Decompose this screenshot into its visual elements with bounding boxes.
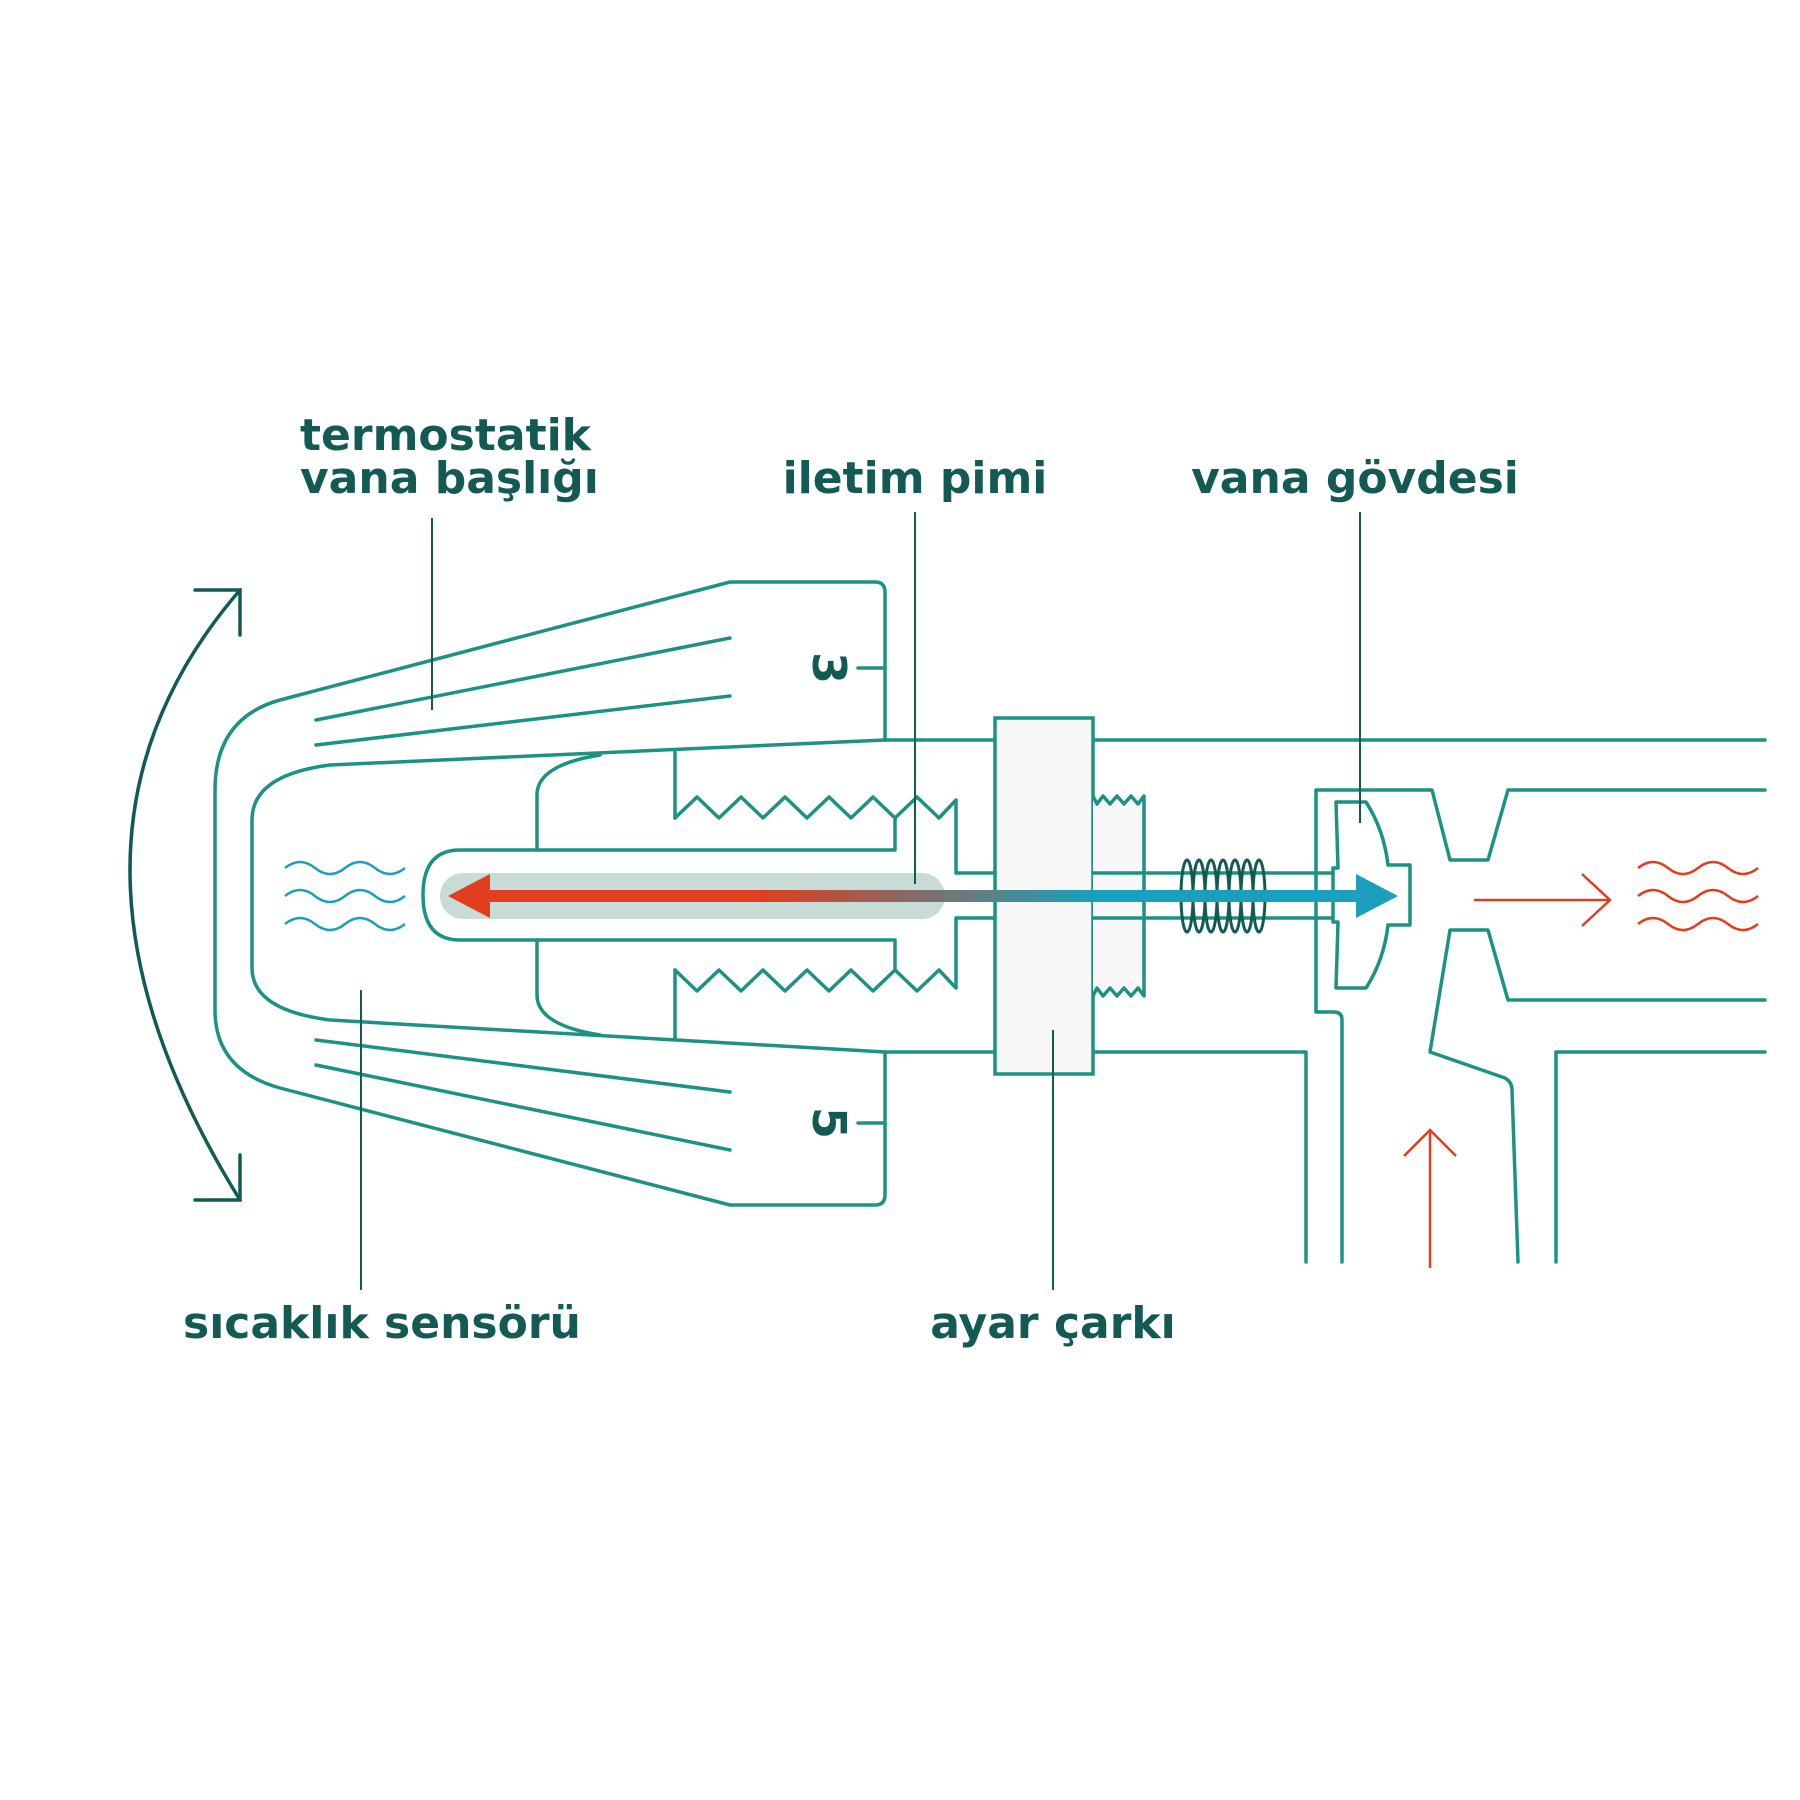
bellows-bottom bbox=[673, 916, 997, 993]
label-adjustment-wheel: ayar çarkı bbox=[930, 1298, 1176, 1349]
sensor-housing bbox=[421, 750, 897, 1042]
inflow-arrow bbox=[1403, 1128, 1457, 1268]
scale-mark-3: 3 bbox=[802, 652, 856, 684]
valve-disc bbox=[1331, 800, 1412, 990]
transmission-pin-arrow bbox=[448, 874, 1398, 918]
sensor-air-waves bbox=[284, 860, 406, 932]
scale-mark-5: 5 bbox=[802, 1107, 856, 1139]
hot-water-waves bbox=[1637, 860, 1759, 932]
label-temperature-sensor: sıcaklık sensörü bbox=[183, 1298, 581, 1349]
bellows-top bbox=[673, 795, 997, 875]
label-transmission-pin: iletim pimi bbox=[783, 453, 1048, 504]
knob-inner-cavity bbox=[250, 738, 887, 1054]
label-valve-head-line2: vana başlığı bbox=[300, 453, 599, 504]
label-valve-head-line1: termostatik bbox=[300, 410, 593, 461]
valve-body bbox=[883, 738, 1767, 1264]
leader-lines bbox=[360, 512, 1361, 1290]
rotation-arc-arrow bbox=[128, 588, 242, 1202]
valve-head bbox=[213, 580, 887, 1207]
label-valve-body: vana gövdesi bbox=[1191, 453, 1519, 504]
outflow-arrow bbox=[1474, 873, 1612, 927]
